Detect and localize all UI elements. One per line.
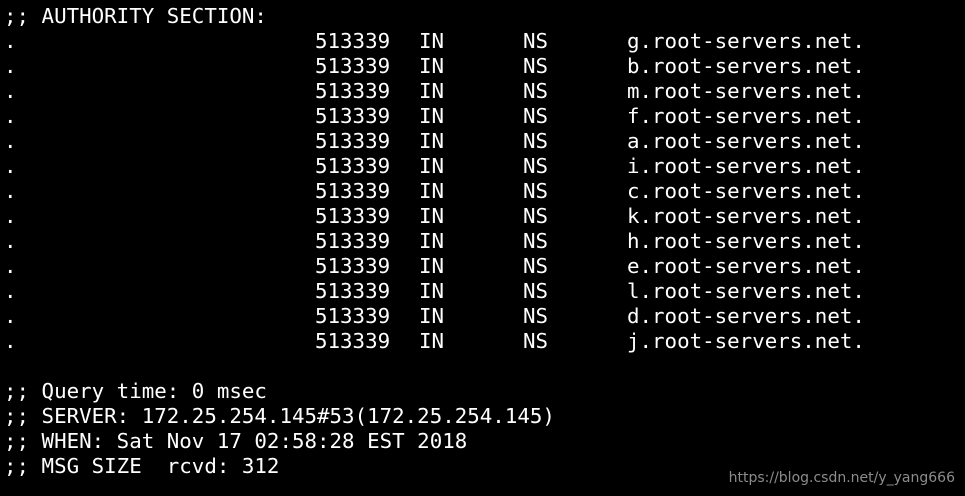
blank-line: [4, 354, 965, 379]
record-ttl: 513339: [315, 154, 391, 178]
record-class: IN: [419, 229, 445, 253]
record-data: c.root-servers.net.: [627, 179, 865, 203]
record-ttl: 513339: [315, 204, 391, 228]
record-class: IN: [419, 329, 445, 353]
ns-record-row: . 513339 IN NS l.root-servers.net.: [4, 279, 965, 304]
record-ttl: 513339: [315, 29, 391, 53]
record-type: NS: [523, 279, 549, 303]
record-type: NS: [523, 229, 549, 253]
record-ttl: 513339: [315, 254, 391, 278]
record-ttl: 513339: [315, 54, 391, 78]
record-name: .: [4, 204, 17, 228]
record-type: NS: [523, 54, 549, 78]
ns-record-row: . 513339 IN NS a.root-servers.net.: [4, 129, 965, 154]
record-name: .: [4, 254, 17, 278]
record-data: l.root-servers.net.: [627, 279, 865, 303]
record-name: .: [4, 329, 17, 353]
record-name: .: [4, 304, 17, 328]
server-line: ;; SERVER: 172.25.254.145#53(172.25.254.…: [4, 404, 555, 428]
record-class: IN: [419, 54, 445, 78]
record-ttl: 513339: [315, 79, 391, 103]
record-ttl: 513339: [315, 129, 391, 153]
record-name: .: [4, 279, 17, 303]
ns-record-row: . 513339 IN NS j.root-servers.net.: [4, 329, 965, 354]
record-class: IN: [419, 304, 445, 328]
record-class: IN: [419, 129, 445, 153]
record-name: .: [4, 54, 17, 78]
record-class: IN: [419, 79, 445, 103]
record-data: d.root-servers.net.: [627, 304, 865, 328]
record-class: IN: [419, 29, 445, 53]
record-type: NS: [523, 254, 549, 278]
ns-record-row: . 513339 IN NS h.root-servers.net.: [4, 229, 965, 254]
record-type: NS: [523, 29, 549, 53]
ns-record-row: . 513339 IN NS k.root-servers.net.: [4, 204, 965, 229]
ns-record-row: . 513339 IN NS b.root-servers.net.: [4, 54, 965, 79]
record-name: .: [4, 129, 17, 153]
record-data: h.root-servers.net.: [627, 229, 865, 253]
record-type: NS: [523, 129, 549, 153]
record-class: IN: [419, 104, 445, 128]
record-class: IN: [419, 204, 445, 228]
record-data: g.root-servers.net.: [627, 29, 865, 53]
record-name: .: [4, 179, 17, 203]
record-data: b.root-servers.net.: [627, 54, 865, 78]
ns-record-row: . 513339 IN NS m.root-servers.net.: [4, 79, 965, 104]
record-class: IN: [419, 254, 445, 278]
msg-size-line: ;; MSG SIZE rcvd: 312: [4, 454, 280, 478]
ns-record-row: . 513339 IN NS e.root-servers.net.: [4, 254, 965, 279]
record-type: NS: [523, 179, 549, 203]
record-ttl: 513339: [315, 329, 391, 353]
record-class: IN: [419, 279, 445, 303]
authority-section-header: ;; AUTHORITY SECTION:: [4, 4, 267, 28]
record-name: .: [4, 104, 17, 128]
watermark: https://blog.csdn.net/y_yang666: [728, 470, 955, 486]
query-time-line: ;; Query time: 0 msec: [4, 379, 267, 403]
record-data: k.root-servers.net.: [627, 204, 865, 228]
record-data: j.root-servers.net.: [627, 329, 865, 353]
record-name: .: [4, 154, 17, 178]
record-data: a.root-servers.net.: [627, 129, 865, 153]
record-type: NS: [523, 154, 549, 178]
record-ttl: 513339: [315, 279, 391, 303]
record-class: IN: [419, 179, 445, 203]
when-line: ;; WHEN: Sat Nov 17 02:58:28 EST 2018: [4, 429, 468, 453]
record-class: IN: [419, 154, 445, 178]
ns-record-row: . 513339 IN NS c.root-servers.net.: [4, 179, 965, 204]
record-data: i.root-servers.net.: [627, 154, 865, 178]
record-data: m.root-servers.net.: [627, 79, 865, 103]
ns-record-row: . 513339 IN NS f.root-servers.net.: [4, 104, 965, 129]
record-data: e.root-servers.net.: [627, 254, 865, 278]
record-ttl: 513339: [315, 104, 391, 128]
record-name: .: [4, 29, 17, 53]
record-name: .: [4, 79, 17, 103]
record-data: f.root-servers.net.: [627, 104, 865, 128]
record-ttl: 513339: [315, 179, 391, 203]
ns-record-row: . 513339 IN NS i.root-servers.net.: [4, 154, 965, 179]
record-name: .: [4, 229, 17, 253]
record-type: NS: [523, 304, 549, 328]
record-type: NS: [523, 329, 549, 353]
record-ttl: 513339: [315, 229, 391, 253]
ns-record-row: . 513339 IN NS d.root-servers.net.: [4, 304, 965, 329]
record-type: NS: [523, 204, 549, 228]
record-type: NS: [523, 104, 549, 128]
record-ttl: 513339: [315, 304, 391, 328]
record-type: NS: [523, 79, 549, 103]
ns-record-row: . 513339 IN NS g.root-servers.net.: [4, 29, 965, 54]
